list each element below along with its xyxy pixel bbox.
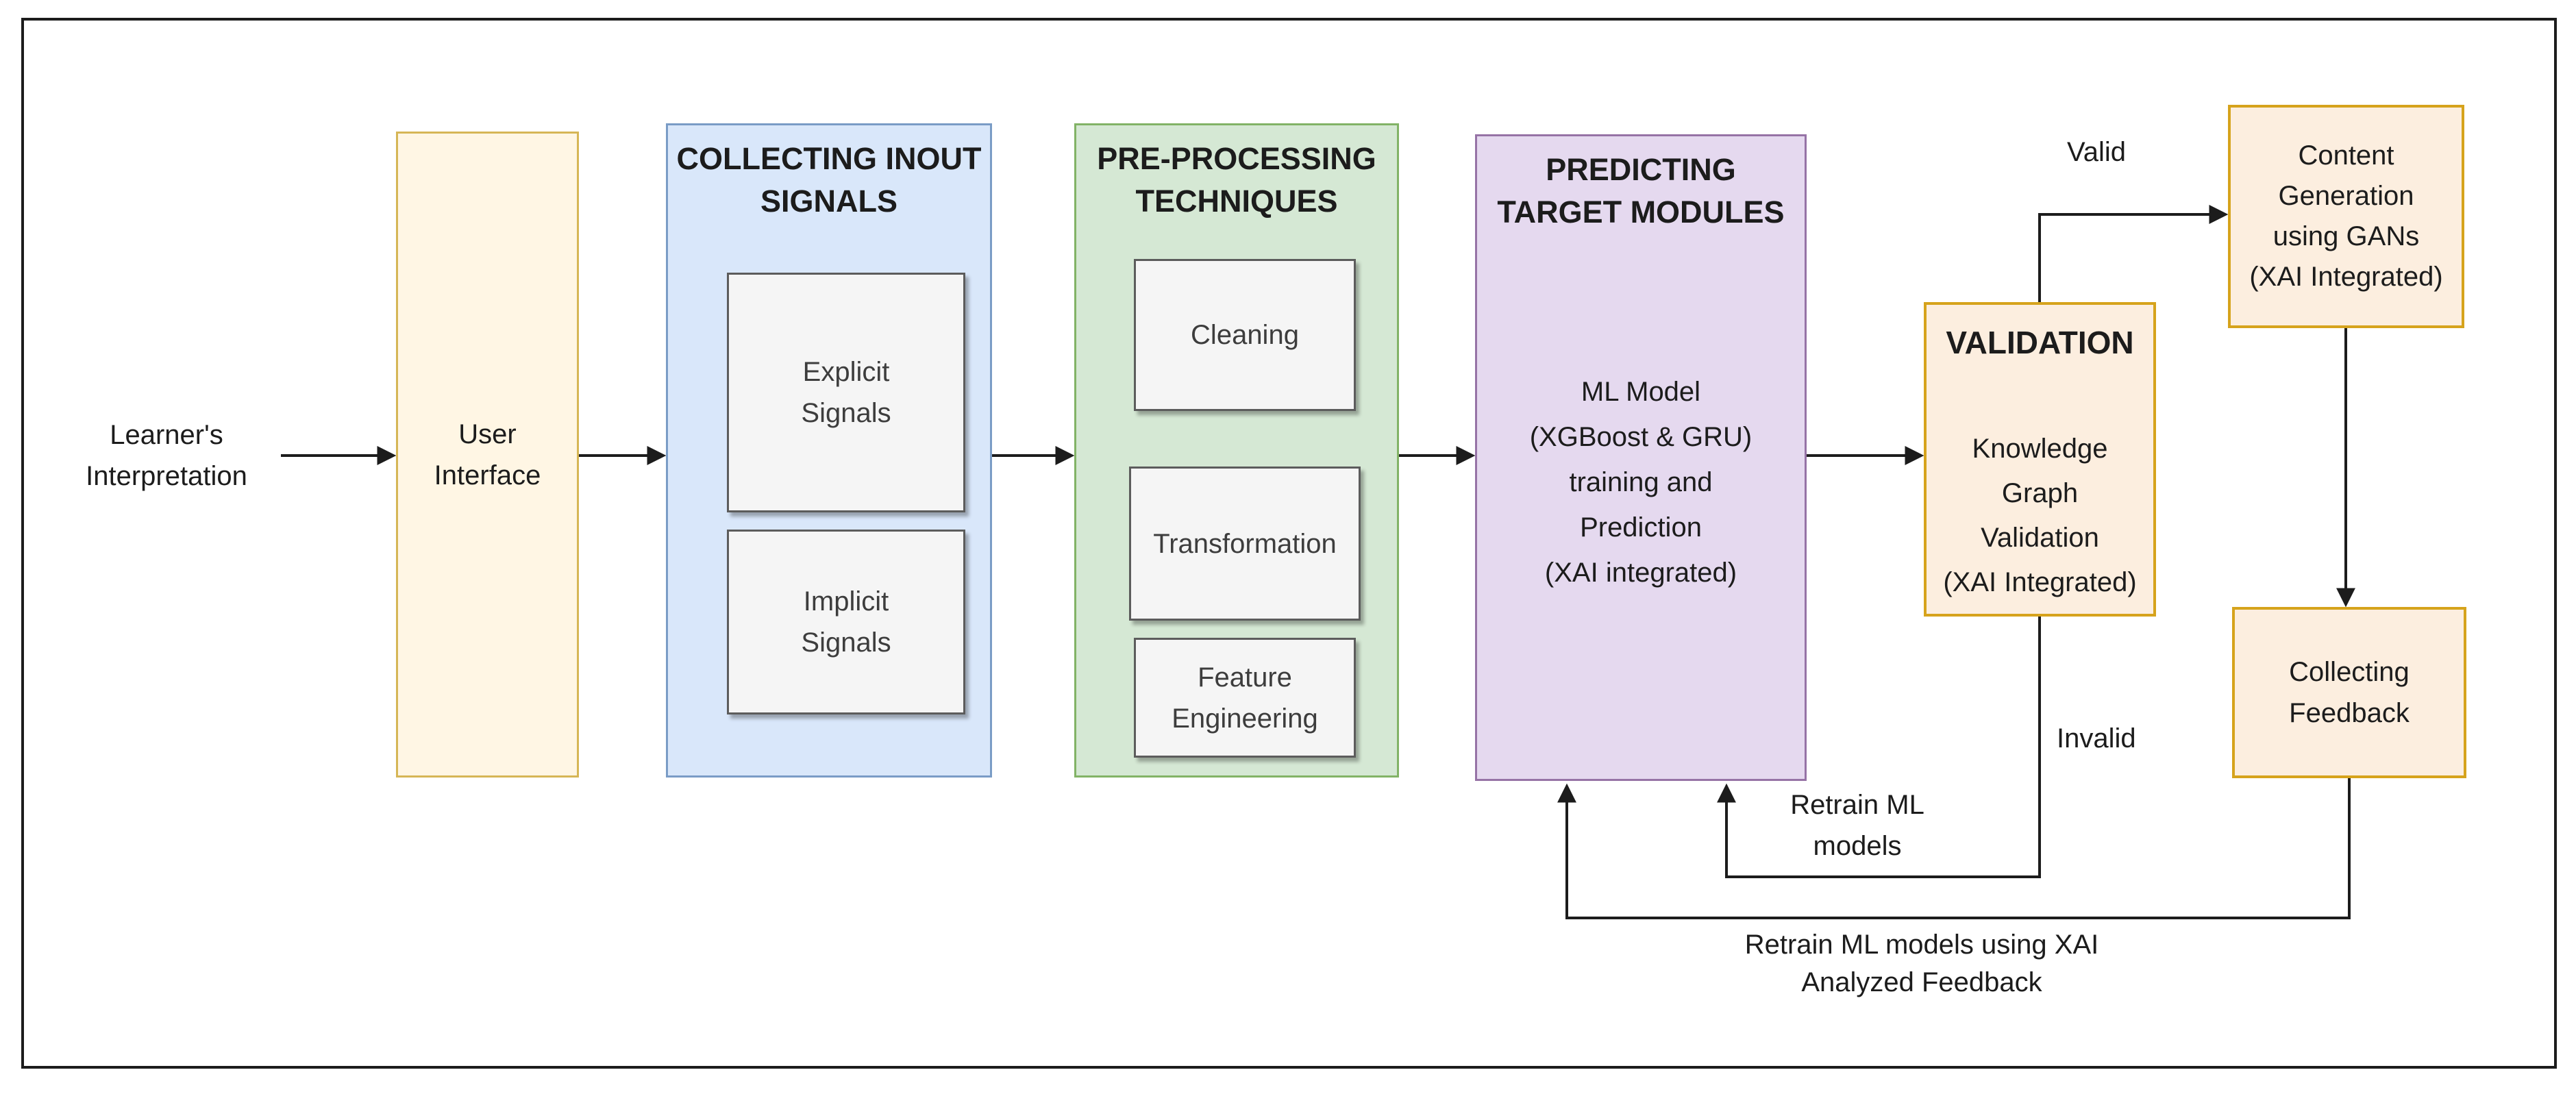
invalid-edge-label: Invalid	[2057, 723, 2136, 754]
preprocessing-title: PRE-PROCESSING TECHNIQUES	[1097, 141, 1376, 219]
validation-body-text: Knowledge Graph Validation (XAI Integrat…	[1943, 434, 2137, 597]
feature-engineering-box: Feature Engineering	[1134, 638, 1356, 758]
predicting-target-modules-title: PREDICTING TARGET MODULES	[1497, 152, 1785, 229]
valid-edge-label: Valid	[2067, 137, 2126, 167]
cleaning-box: Cleaning	[1134, 259, 1356, 411]
ml-model-body-text: ML Model (XGBoost & GRU) training and Pr…	[1529, 377, 1753, 588]
collecting-input-signals-panel: COLLECTING INOUT SIGNALS Explicit Signal…	[666, 123, 992, 778]
user-interface-box: User Interface	[396, 132, 579, 778]
implicit-signals-box: Implicit Signals	[727, 530, 965, 714]
validation-box: VALIDATION Knowledge Graph Validation (X…	[1924, 302, 2156, 617]
preprocessing-panel: PRE-PROCESSING TECHNIQUES Cleaning Trans…	[1074, 123, 1399, 778]
predicting-target-modules-panel: PREDICTING TARGET MODULES ML Model (XGBo…	[1475, 134, 1807, 781]
learners-interpretation-label: Learner's Interpretation	[86, 420, 247, 491]
explicit-signals-box: Explicit Signals	[727, 273, 965, 512]
content-generation-box: Content Generation using GANs (XAI Integ…	[2228, 105, 2464, 328]
validation-title: VALIDATION	[1946, 325, 2134, 360]
collecting-input-signals-title: COLLECTING INOUT SIGNALS	[676, 141, 982, 219]
outer-border	[21, 18, 2557, 1069]
arrow-feedback-retrain-loop	[1557, 778, 2351, 919]
retrain-ml-models-xai-label: Retrain ML models using XAI Analyzed Fee…	[1744, 930, 2099, 997]
transformation-box: Transformation	[1129, 467, 1361, 621]
arrow-valid-to-content-generation	[2038, 205, 2229, 302]
arrow-invalid-retrain-loop	[1717, 617, 2041, 878]
collecting-feedback-box: Collecting Feedback	[2232, 607, 2466, 778]
retrain-ml-models-label: Retrain ML models	[1790, 790, 1924, 861]
